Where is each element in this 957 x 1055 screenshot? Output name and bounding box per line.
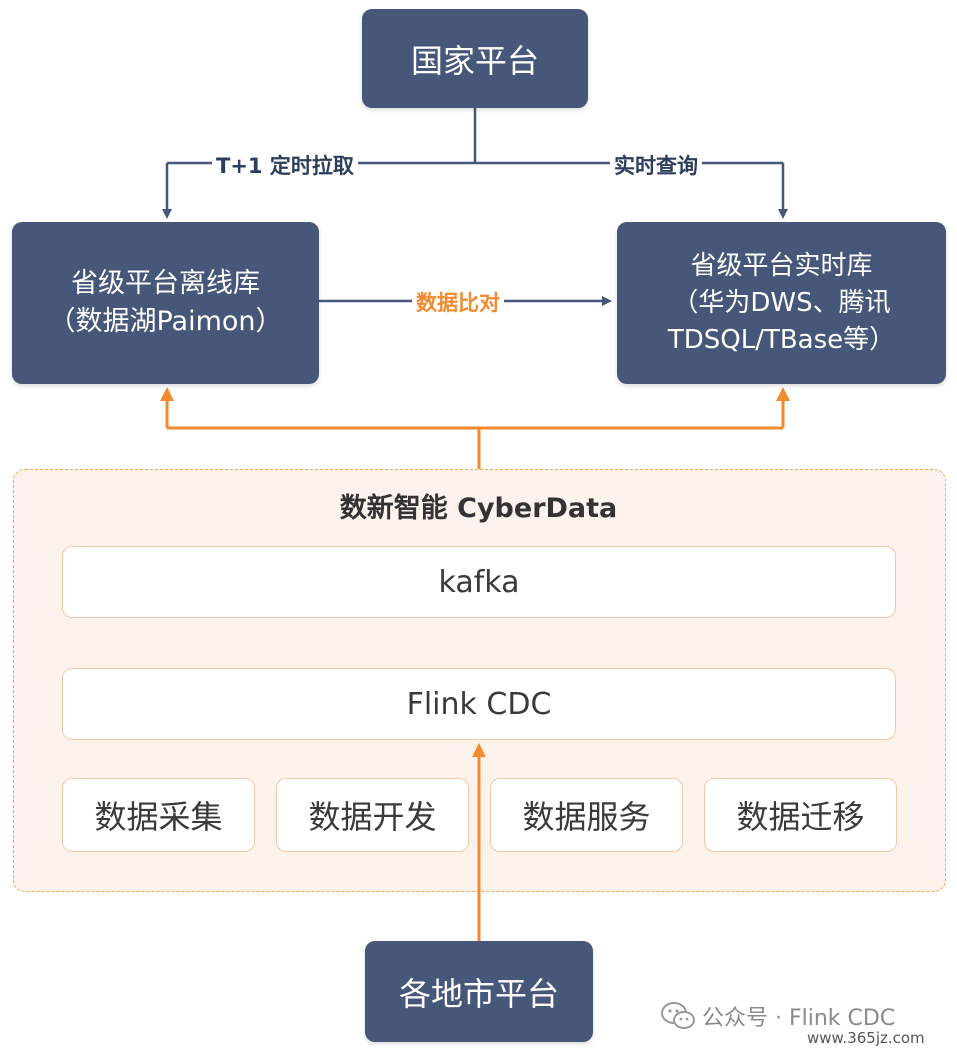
capability-data-collection: 数据采集 [62,778,255,852]
capability-data-service: 数据服务 [490,778,683,852]
watermark: 公众号 · Flink CDC [660,1000,895,1032]
capability-label: 数据迁移 [736,798,865,836]
capability-data-development: 数据开发 [276,778,469,852]
capability-label: 数据服务 [522,798,651,836]
realtime-store-title: 省级平台实时库 [690,250,873,281]
offline-store-subtitle: （数据湖Paimon） [48,306,283,337]
realtime-query-label: 实时查询 [610,150,702,180]
capability-data-migration: 数据迁移 [704,778,897,852]
data-compare-label: 数据比对 [412,287,504,317]
wechat-icon [661,1002,695,1029]
t1-pull-label: T+1 定时拉取 [212,150,358,180]
realtime-store-subtitle-2: TDSQL/TBase等） [667,324,896,355]
platform-title: 数新智能 CyberData [339,493,618,524]
kafka-layer: kafka [62,546,896,618]
national-platform-label: 国家平台 [410,41,539,80]
national-platform-node: 国家平台 [362,9,588,108]
offline-store-title: 省级平台离线库 [71,268,260,299]
kafka-label: kafka [438,564,520,600]
provincial-realtime-store-node: 省级平台实时库 （华为DWS、腾讯 TDSQL/TBase等） [617,222,946,384]
realtime-store-subtitle-1: （华为DWS、腾讯 [672,287,891,318]
flink-cdc-layer: Flink CDC [62,668,896,740]
capability-label: 数据开发 [308,798,437,836]
watermark-account: 公众号 · Flink CDC [702,1006,896,1031]
flink-cdc-label: Flink CDC [406,686,552,722]
capability-label: 数据采集 [94,798,223,836]
local-city-platform-node: 各地市平台 [365,941,593,1042]
watermark-site: www.365jz.com [807,1029,925,1047]
local-city-platform-label: 各地市平台 [398,974,559,1013]
provincial-offline-store-node: 省级平台离线库 （数据湖Paimon） [12,222,319,384]
